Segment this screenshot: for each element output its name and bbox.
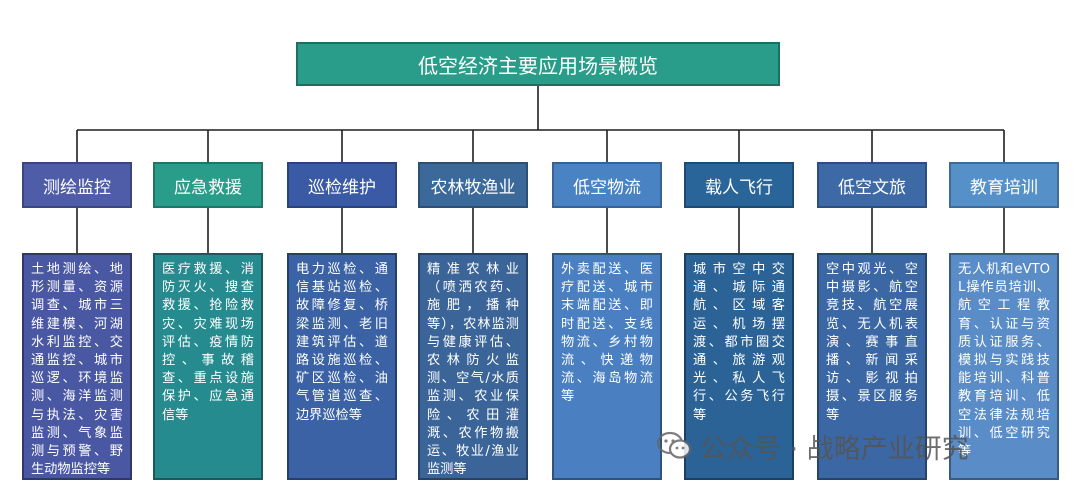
description-box-6: 城市空中交通、城际通航、区域客运、机场摆渡、都市圈交通、旅游观光、私人飞行、公务… (684, 253, 794, 480)
category-box-6: 载人飞行 (684, 162, 794, 208)
description-box-8: 无人机和eVTOL操作员培训、航空工程教育、认证与资质认证服务、模拟与实践技能培… (949, 253, 1059, 480)
category-box-8: 教育培训 (949, 162, 1059, 208)
category-box-4: 农林牧渔业 (418, 162, 528, 208)
description-box-5: 外卖配送、医疗配送、城市末端配送、即时配送、支线物流、乡村物流、快递物流、海岛物… (552, 253, 662, 480)
category-box-7: 低空文旅 (817, 162, 927, 208)
category-box-1: 测绘监控 (22, 162, 132, 208)
description-box-7: 空中观光、空中摄影、航空竞技、航空展览、无人机表演、赛事直播、新闻采访、影视拍摄… (817, 253, 927, 480)
diagram-title: 低空经济主要应用场景概览 (296, 42, 780, 86)
description-box-2: 医疗救援、消防灭火、搜查救援、抢险救灾、灾难现场评估、疫情防控、事故稽查、重点设… (153, 253, 263, 480)
description-box-3: 电力巡检、通信基站巡检、故障修复、桥梁监测、老旧建筑评估、道路设施巡检、矿区巡检… (287, 253, 397, 480)
watermark: 公众号 · 战略产业研究 (656, 426, 969, 466)
watermark-text: 公众号 · 战略产业研究 (700, 433, 969, 465)
description-box-4: 精准农林业（喷洒农药、施肥，播种等），农林监测与健康评估、农林防火监测、空气/水… (418, 253, 528, 480)
description-box-1: 土地测绘、地形测量、资源调查、城市三维建模、河湖水利监控、交通监控、城市巡逻、环… (22, 253, 132, 480)
category-box-3: 巡检维护 (287, 162, 397, 208)
category-box-5: 低空物流 (552, 162, 662, 208)
category-box-2: 应急救援 (153, 162, 263, 208)
wechat-icon (656, 431, 692, 459)
